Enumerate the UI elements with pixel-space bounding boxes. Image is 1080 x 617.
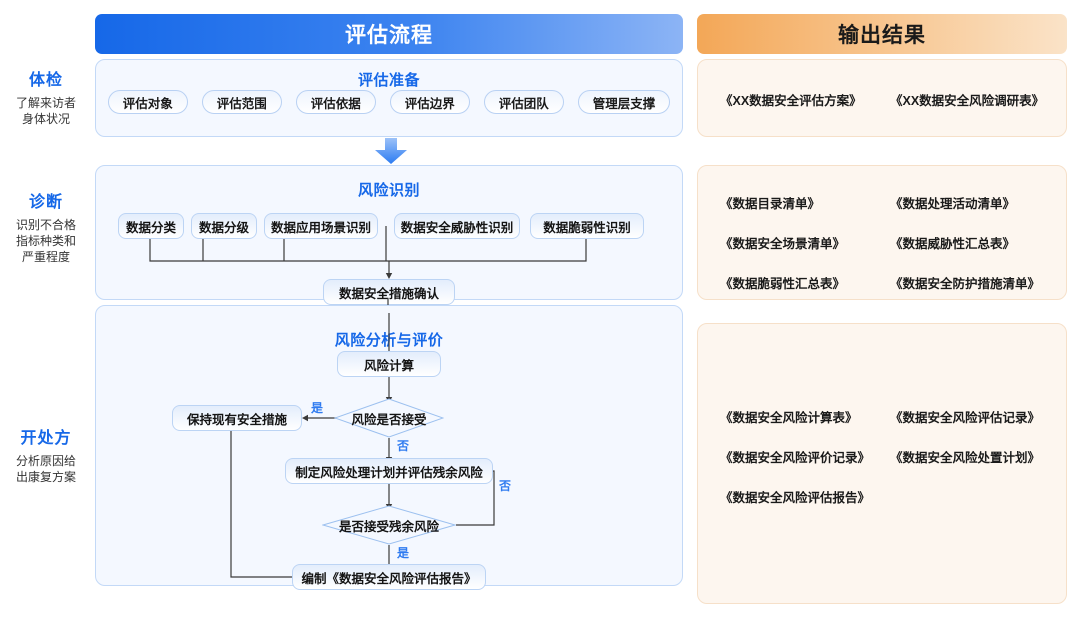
pill-assessment-boundary[interactable]: 评估边界 — [389, 90, 470, 114]
decision-accept-residual-risk: 是否接受残余风险 — [322, 505, 456, 545]
output-result-header: 输出结果 — [697, 14, 1067, 54]
decision-risk-acceptable: 风险是否接受 — [334, 398, 444, 438]
output-doc: 《数据安全场景清单》 — [720, 237, 846, 251]
output-doc: 《数据安全风险处置计划》 — [890, 451, 1041, 465]
node-security-threat[interactable]: 数据安全威胁性识别 — [394, 213, 520, 239]
stage-label-diagnosis: 诊断 识别不合格 指标种类和 严重程度 — [0, 188, 92, 265]
stage-desc: 识别不合格 指标种类和 严重程度 — [0, 217, 92, 265]
output-panel-identification: 《数据目录清单》 《数据处理活动清单》 《数据安全场景清单》 《数据威胁性汇总表… — [697, 165, 1067, 300]
node-data-classification[interactable]: 数据分类 — [118, 213, 184, 239]
stage-title: 诊断 — [28, 194, 63, 211]
panel-title: 风险分析与评价 — [334, 332, 444, 349]
output-doc: 《数据安全防护措施清单》 — [890, 277, 1041, 291]
stage-desc-line: 识别不合格 — [15, 218, 76, 232]
output-doc: 《数据安全风险评估记录》 — [890, 411, 1041, 425]
output-doc: 《数据安全风险计算表》 — [720, 411, 858, 425]
panel-risk-identification: 风险识别 数据分类 数据分级 数据应用场景识别 数据安全威胁性识别 数据脆弱性识… — [95, 165, 683, 305]
panel-title: 评估准备 — [357, 72, 420, 89]
output-doc: 《数据处理活动清单》 — [890, 197, 1016, 211]
edge-label-residual-yes: 是 — [397, 546, 410, 560]
stage-desc-line: 出康复方案 — [15, 470, 76, 484]
edge-label-accept-yes: 是 — [311, 401, 324, 415]
stage-desc: 了解来访者 身体状况 — [0, 95, 92, 127]
edge-label-accept-no: 否 — [397, 439, 410, 453]
pill-assessment-object[interactable]: 评估对象 — [107, 90, 188, 114]
stage-title: 体检 — [28, 72, 63, 89]
output-doc: 《数据安全风险评价记录》 — [720, 451, 871, 465]
output-doc — [890, 487, 1052, 506]
node-data-vulnerability[interactable]: 数据脆弱性识别 — [530, 213, 644, 239]
stage-desc: 分析原因给 出康复方案 — [0, 453, 92, 485]
node-risk-treatment-plan[interactable]: 制定风险处理计划并评估残余风险 — [285, 458, 493, 484]
pill-management-support[interactable]: 管理层支撑 — [577, 90, 671, 114]
assessment-process-header: 评估流程 — [95, 14, 683, 54]
node-keep-existing-measures[interactable]: 保持现有安全措施 — [172, 405, 302, 431]
output-doc: 《XX数据安全评估方案》 — [720, 94, 862, 108]
output-doc: 《XX数据安全风险调研表》 — [890, 94, 1045, 108]
node-application-scenario[interactable]: 数据应用场景识别 — [264, 213, 378, 239]
stage-desc-line: 分析原因给 — [15, 454, 76, 468]
output-doc-grid: 《数据安全风险计算表》 《数据安全风险评估记录》 《数据安全风险评价记录》 《数… — [720, 407, 1052, 506]
output-doc-grid: 《数据目录清单》 《数据处理活动清单》 《数据安全场景清单》 《数据威胁性汇总表… — [720, 193, 1052, 292]
output-doc: 《数据脆弱性汇总表》 — [720, 277, 846, 291]
stage-label-physical-exam: 体检 了解来访者 身体状况 — [0, 66, 92, 127]
output-panel-preparation: 《XX数据安全评估方案》 《XX数据安全风险调研表》 — [697, 59, 1067, 137]
stage-desc-line: 身体状况 — [21, 112, 70, 126]
node-data-grading[interactable]: 数据分级 — [191, 213, 257, 239]
node-compile-assessment-report[interactable]: 编制《数据安全风险评估报告》 — [292, 564, 486, 590]
preparation-pill-row: 评估对象 评估范围 评估依据 评估边界 评估团队 管理层支撑 — [96, 90, 682, 114]
output-panel-analysis: 《数据安全风险计算表》 《数据安全风险评估记录》 《数据安全风险评价记录》 《数… — [697, 323, 1067, 604]
decision-label[interactable]: 是否接受残余风险 — [338, 519, 439, 534]
pill-assessment-basis[interactable]: 评估依据 — [295, 90, 376, 114]
pill-assessment-team[interactable]: 评估团队 — [483, 90, 564, 114]
stage-desc-line: 指标种类和 — [15, 234, 76, 248]
stage-title: 开处方 — [20, 430, 72, 447]
node-risk-calculation[interactable]: 风险计算 — [337, 351, 441, 377]
node-security-measure-confirm[interactable]: 数据安全措施确认 — [323, 279, 455, 305]
output-doc: 《数据目录清单》 — [720, 197, 821, 211]
edge-label-residual-no: 否 — [499, 479, 512, 493]
stage-desc-line: 了解来访者 — [15, 96, 76, 110]
stage-desc-line: 严重程度 — [21, 250, 70, 264]
diamond-shape — [322, 505, 456, 545]
panel-assessment-preparation: 评估准备 评估对象 评估范围 评估依据 评估边界 评估团队 管理层支撑 — [95, 59, 683, 137]
output-doc-grid: 《XX数据安全评估方案》 《XX数据安全风险调研表》 — [720, 90, 1052, 109]
diamond-shape — [334, 398, 444, 438]
output-doc: 《数据安全风险评估报告》 — [720, 491, 871, 505]
stage-label-prescription: 开处方 分析原因给 出康复方案 — [0, 424, 92, 485]
decision-label[interactable]: 风险是否接受 — [351, 412, 427, 427]
pill-assessment-scope[interactable]: 评估范围 — [201, 90, 282, 114]
panel-risk-analysis-evaluation: 风险分析与评价 风险计算 保持现有安全措施 — [95, 305, 683, 590]
panel-title: 风险识别 — [357, 182, 420, 199]
output-doc: 《数据威胁性汇总表》 — [890, 237, 1016, 251]
down-arrow-icon — [375, 138, 407, 164]
